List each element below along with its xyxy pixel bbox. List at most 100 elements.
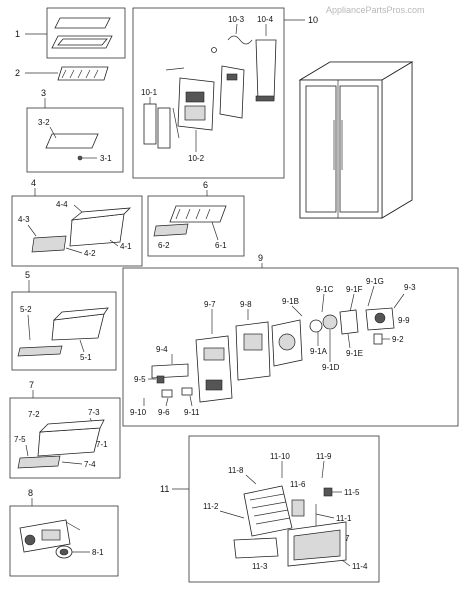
label-11-2: 11-2 xyxy=(203,502,219,511)
label-5-1: 5-1 xyxy=(80,353,92,362)
group-2-number: 2 xyxy=(15,68,20,78)
group-9: 9 9-7 9-8 9-1B 9-1C 9-1F 9-1G 9-3 9-9 9-… xyxy=(122,253,459,427)
group-1-box xyxy=(46,7,126,59)
label-9-10: 9-10 xyxy=(130,408,147,417)
label-9-3: 9-3 xyxy=(404,283,416,292)
label-11-3: 11-3 xyxy=(252,562,268,571)
sensor-part-9-2 xyxy=(373,333,383,345)
label-11-8: 11-8 xyxy=(228,466,244,475)
label-9-6: 9-6 xyxy=(158,408,170,417)
drawer-part-7-1 xyxy=(37,427,101,457)
shelf-frame-inner xyxy=(57,38,108,46)
shelf-glass-part xyxy=(54,17,111,29)
housing-part-10-2 xyxy=(177,77,215,131)
label-10-2: 10-2 xyxy=(188,154,205,163)
label-3-1: 3-1 xyxy=(100,154,112,163)
wire-shelf-part xyxy=(57,66,109,81)
group-8-number: 8 xyxy=(28,488,33,498)
group-7-box xyxy=(9,397,121,479)
bezel-part-9-4 xyxy=(151,363,189,379)
label-9-5: 9-5 xyxy=(134,375,146,384)
cover-part-11-2 xyxy=(243,485,293,537)
label-5-2: 5-2 xyxy=(20,305,32,314)
label-9-1b: 9-1B xyxy=(282,297,299,306)
label-4-4: 4-4 xyxy=(56,200,68,209)
shelf-part-3-1 xyxy=(45,133,99,149)
group-4-box xyxy=(11,195,143,267)
group-3: 3 3-2 3-1 xyxy=(26,88,124,173)
label-9-1g: 9-1G xyxy=(366,277,384,286)
label-7-3: 7-3 xyxy=(88,408,100,417)
group-6: 6 6-2 6-1 xyxy=(147,180,245,257)
group-10-number: 10 xyxy=(308,15,318,25)
label-9-1c: 9-1C xyxy=(316,285,334,294)
group-2: 2 xyxy=(15,66,109,81)
label-7-2: 7-2 xyxy=(28,410,40,419)
label-11-6: 11-6 xyxy=(290,480,306,489)
label-10-4: 10-4 xyxy=(257,15,274,24)
group-10: 10 10-3 10-4 10-1 10-2 xyxy=(132,7,318,179)
label-11-10: 11-10 xyxy=(270,452,290,461)
drawer-front-part-4-2 xyxy=(31,235,67,253)
group-5-number: 5 xyxy=(25,270,30,280)
group-3-number: 3 xyxy=(41,88,46,98)
group-7-number: 7 xyxy=(29,380,34,390)
group-9-box xyxy=(122,267,459,427)
label-9-4: 9-4 xyxy=(156,345,168,354)
drawer-front-part-7-4 xyxy=(17,455,61,469)
label-9-1d: 9-1D xyxy=(322,363,340,372)
label-9-9: 9-9 xyxy=(398,316,410,325)
label-11-5: 11-5 xyxy=(344,488,360,497)
panel-part-9-7 xyxy=(195,335,233,403)
group-1-number: 1 xyxy=(15,29,20,39)
group-11-number: 11 xyxy=(160,484,169,494)
clip-part-10-3 xyxy=(227,35,253,45)
bracket-part xyxy=(219,65,245,119)
label-4-3: 4-3 xyxy=(18,215,30,224)
group-4: 4 4-4 4-3 4-1 4-2 xyxy=(11,178,143,267)
group-5: 5 5-2 5-1 xyxy=(11,270,117,371)
housing-part-9-8 xyxy=(235,321,271,381)
label-3-2: 3-2 xyxy=(38,118,50,127)
screw-part xyxy=(211,47,217,53)
group-8: 8 8-1 xyxy=(9,488,119,577)
label-11-9: 11-9 xyxy=(316,452,332,461)
watermark-text: AppliancePartsPros.com xyxy=(326,5,425,15)
strip-part-10-1b xyxy=(157,107,171,149)
motor-part xyxy=(309,319,323,333)
group-10-box xyxy=(132,7,285,179)
label-9-2: 9-2 xyxy=(392,335,404,344)
label-4-1: 4-1 xyxy=(120,242,132,251)
refrigerator-illustration xyxy=(298,61,414,219)
group-9-number: 9 xyxy=(258,253,263,263)
label-11-4: 11-4 xyxy=(352,562,368,571)
group-1: 1 xyxy=(15,7,126,59)
group-4-number: 4 xyxy=(31,178,36,188)
group-11-box xyxy=(188,435,380,583)
drawer-front-part-5-2 xyxy=(17,345,63,357)
duct-part-11-3 xyxy=(233,537,279,559)
group-6-box xyxy=(147,195,245,257)
label-9-7: 9-7 xyxy=(204,300,216,309)
strip-part-10-1a xyxy=(143,103,157,145)
label-9-8: 9-8 xyxy=(240,300,252,309)
group-5-box xyxy=(11,291,117,371)
label-4-2: 4-2 xyxy=(84,249,96,258)
switch-part-11-5 xyxy=(323,487,333,497)
label-6-2: 6-2 xyxy=(158,241,170,250)
label-8-1: 8-1 xyxy=(92,548,104,557)
label-7-1: 7-1 xyxy=(96,440,108,449)
label-10-3: 10-3 xyxy=(228,15,245,24)
group-3-box xyxy=(26,107,124,173)
group-6-number: 6 xyxy=(203,180,208,190)
label-7-5: 7-5 xyxy=(14,435,26,444)
label-7-4: 7-4 xyxy=(84,460,96,469)
label-10-1: 10-1 xyxy=(141,88,158,97)
label-9-11: 9-11 xyxy=(184,408,200,417)
group-11: 11 11-10 11-9 11-8 11-6 11-5 11-2 11-1 1… xyxy=(160,435,380,583)
label-11-1: 11-1 xyxy=(336,514,352,523)
group-7: 7 7-2 7-3 7-5 7-1 7-4 xyxy=(9,380,121,479)
group-8-box xyxy=(9,505,119,577)
